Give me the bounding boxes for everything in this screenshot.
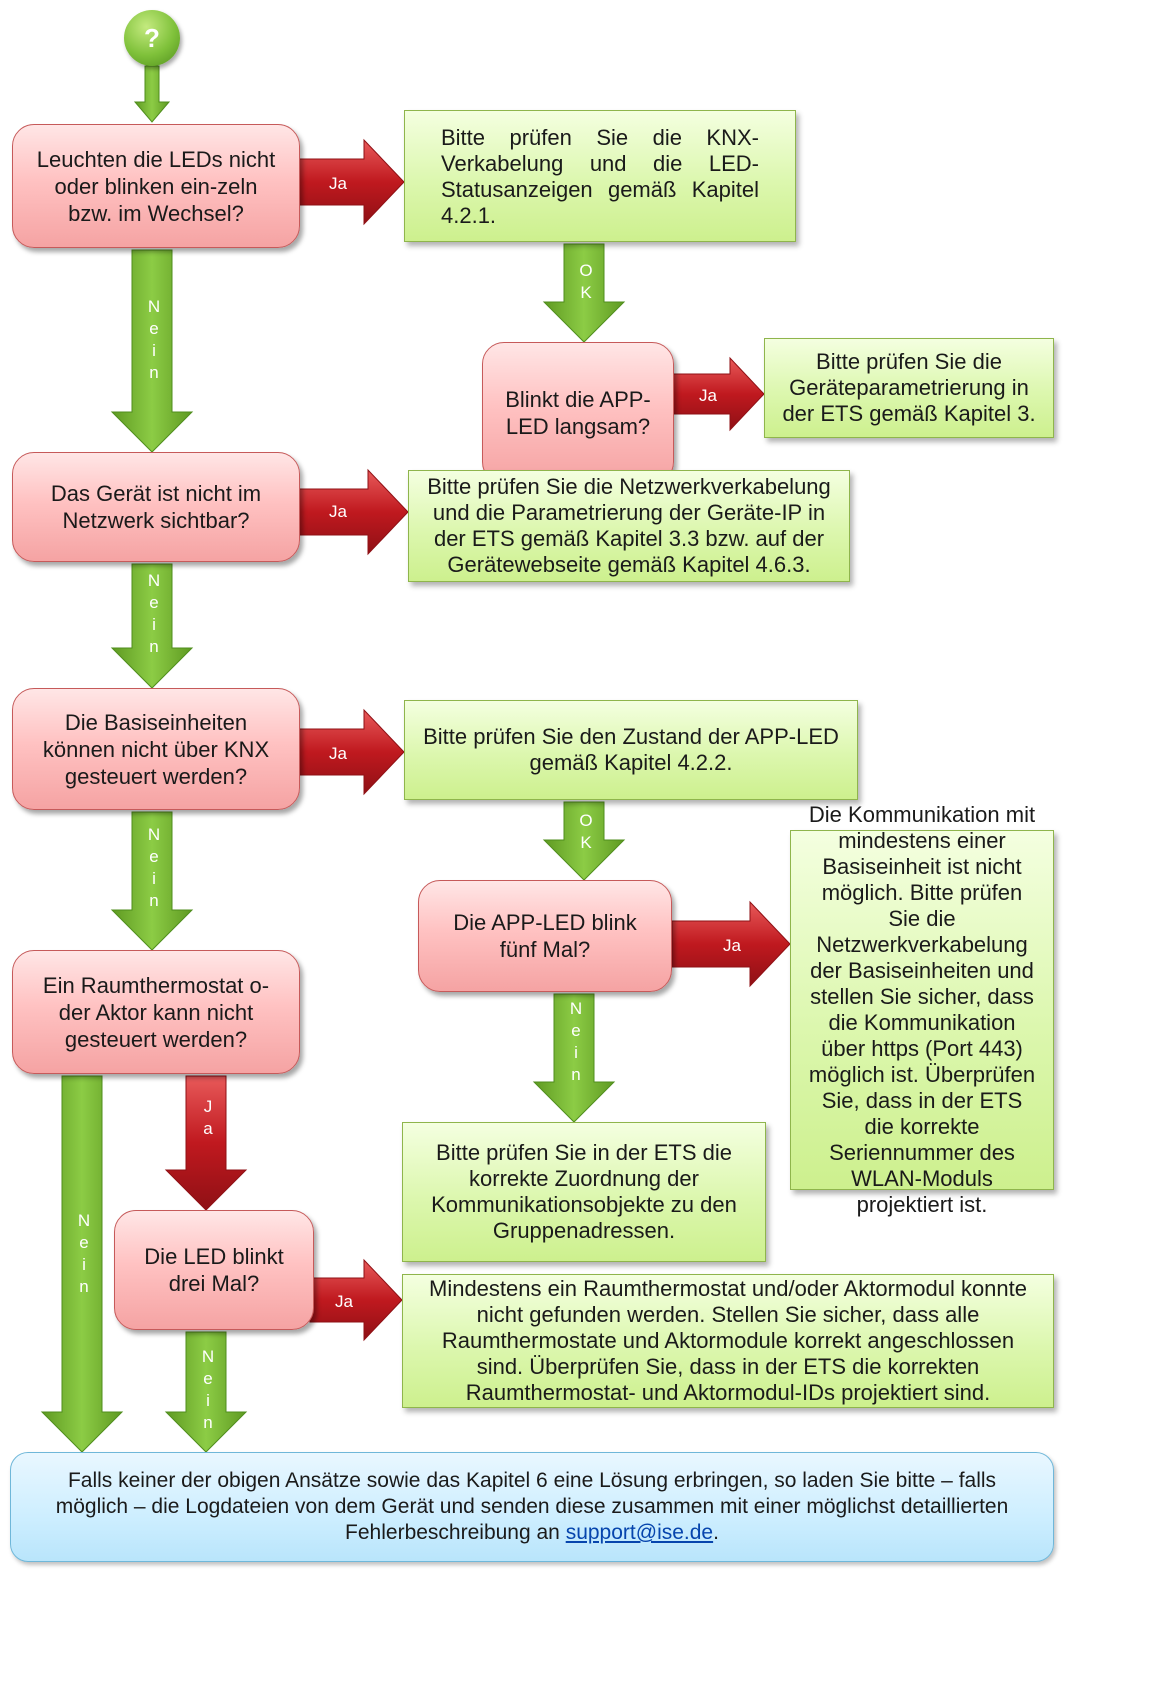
answer-group-addresses: Bitte prüfen Sie in der ETS die korrekte…	[402, 1122, 766, 1262]
arrow-ok-a3	[542, 801, 626, 881]
question-knx-control: Die Basiseinheiten können nicht über KNX…	[12, 688, 300, 810]
label-ja-6: Ja	[335, 1292, 353, 1311]
label-nein-3: N e i n	[147, 825, 161, 910]
answer-text: Die Kommunikation mit mindestens einer B…	[808, 802, 1036, 1217]
arrow-nein-q4	[40, 1075, 124, 1453]
label-ja-vertical: J a	[203, 1097, 213, 1138]
arrow-ok-a1	[542, 243, 626, 343]
label-ja-3: Ja	[329, 502, 347, 521]
label-ja-4: Ja	[329, 744, 347, 763]
final-end: .	[713, 1521, 719, 1544]
label-ja-1: Ja	[329, 174, 347, 193]
question-text: Die LED blinkt drei Mal?	[144, 1244, 284, 1296]
label-ok-1: O K	[579, 261, 593, 302]
label-nein-4: N e i n	[569, 999, 583, 1084]
question-device-not-visible: Das Gerät ist nicht im Netzwerk sichtbar…	[12, 452, 300, 562]
question-thermostat-actuator: Ein Raumthermostat o-der Aktor kann nich…	[12, 950, 300, 1074]
answer-knx-wiring: Bitte prüfen Sie die KNX-Verkabelung und…	[404, 110, 796, 242]
arrow-nein-q4b	[164, 1331, 248, 1453]
answer-network-wiring: Bitte prüfen Sie die Netzwerkverkabelung…	[408, 470, 850, 582]
label-ja-5: Ja	[723, 936, 741, 955]
start-symbol: ?	[144, 22, 160, 53]
support-email-link[interactable]: support@ise.de	[565, 1521, 714, 1544]
label-nein-5: N e i n	[77, 1211, 91, 1296]
answer-app-led-state: Bitte prüfen Sie den Zustand der APP-LED…	[404, 700, 858, 800]
arrow-nein-q1	[110, 249, 194, 453]
arrow-ja-q3	[289, 708, 405, 796]
arrow-nein-q3	[110, 811, 194, 951]
label-ok-2: O K	[579, 811, 593, 852]
label-ja-2: Ja	[699, 386, 717, 405]
answer-text: Bitte prüfen Sie den Zustand der APP-LED…	[423, 724, 839, 775]
question-led-three: Die LED blinkt drei Mal?	[114, 1210, 314, 1330]
arrow-ja-q2	[289, 468, 409, 556]
answer-text: Bitte prüfen Sie die Netzwerkverkabelung…	[427, 474, 831, 577]
final-text: Falls keiner der obigen Ansätze sowie da…	[55, 1469, 1009, 1544]
answer-text: Bitte prüfen Sie die Geräteparametrierun…	[782, 349, 1036, 426]
arrow-nein-q2	[110, 563, 194, 689]
final-text-wrapper: Falls keiner der obigen Ansätze sowie da…	[41, 1468, 1023, 1546]
question-leds-not-lit: Leuchten die LEDs nicht oder blinken ein…	[12, 124, 300, 248]
answer-modules-not-found: Mindestens ein Raumthermostat und/oder A…	[402, 1274, 1054, 1408]
arrow-start-down	[133, 65, 171, 123]
question-text: Die Basiseinheiten können nicht über KNX…	[42, 709, 270, 789]
arrow-ja-q1b	[671, 356, 765, 432]
arrow-ja-q4	[164, 1075, 248, 1211]
question-text: Leuchten die LEDs nicht oder blinken ein…	[36, 146, 276, 226]
question-text: Ein Raumthermostat o-der Aktor kann nich…	[42, 972, 270, 1052]
question-text: Die APP-LED blink fünf Mal?	[453, 910, 637, 962]
arrow-ja-q4b	[309, 1258, 403, 1342]
question-app-led-slow: Blinkt die APP-LED langsam?	[482, 342, 674, 484]
label-nein-1: N e i n	[147, 297, 161, 382]
arrow-nein-q3b	[532, 993, 616, 1123]
final-fallback-box: Falls keiner der obigen Ansätze sowie da…	[10, 1452, 1054, 1562]
label-nein-2: N e i n	[147, 571, 161, 656]
answer-communication-base-units: Die Kommunikation mit mindestens einer B…	[790, 802, 1054, 1217]
arrow-ja-q3b	[671, 900, 791, 988]
start-node: ?	[124, 10, 180, 66]
question-text: Blinkt die APP-LED langsam?	[505, 387, 651, 439]
answer-text: Mindestens ein Raumthermostat und/oder A…	[429, 1276, 1027, 1405]
question-app-led-five: Die APP-LED blink fünf Mal?	[418, 880, 672, 992]
answer-text: Bitte prüfen Sie in der ETS die korrekte…	[431, 1140, 737, 1243]
answer-text: Bitte prüfen Sie die KNX-Verkabelung und…	[441, 125, 759, 228]
answer-device-parameters: Bitte prüfen Sie die Geräteparametrierun…	[764, 338, 1054, 438]
label-nein-6: N e i n	[201, 1347, 215, 1432]
arrow-ja-q1	[289, 138, 405, 226]
question-text: Das Gerät ist nicht im Netzwerk sichtbar…	[50, 481, 262, 533]
